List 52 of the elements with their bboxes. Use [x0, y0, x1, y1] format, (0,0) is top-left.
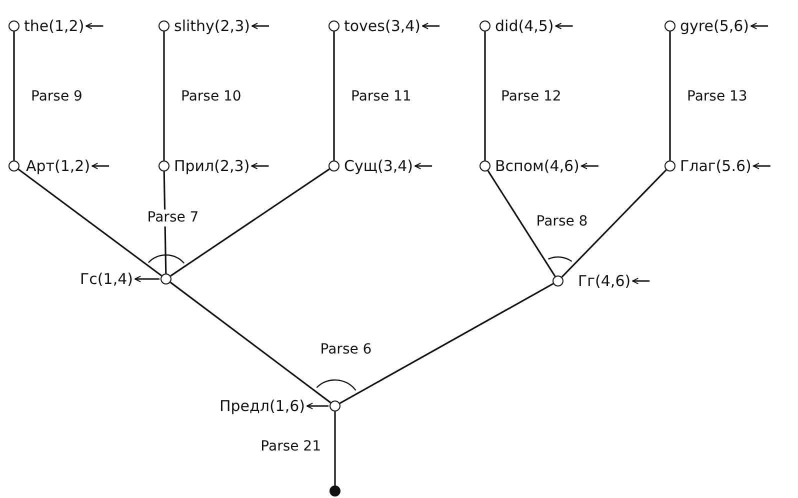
node-label: Гг(4,6)	[578, 272, 631, 290]
tree-branch	[163, 32, 165, 160]
pointer-arrow	[414, 162, 432, 170]
tree-branch	[484, 32, 486, 160]
tree-branch	[13, 32, 15, 160]
tree-branch	[18, 168, 162, 276]
node-label: Глаг(5.6)	[680, 157, 752, 175]
node-circle	[664, 20, 676, 32]
node-label: Предл(1,6)	[219, 397, 305, 415]
node-circle	[664, 160, 676, 172]
node-label: did(4,5)	[495, 17, 554, 35]
node-label: the(1,2)	[24, 17, 84, 35]
node-label: Гс(1,4)	[80, 270, 133, 288]
pointer-arrow	[86, 22, 104, 30]
pointer-arrow	[750, 22, 768, 30]
node-label: Сущ(3,4)	[344, 157, 414, 175]
node-label: Вспом(4,6)	[495, 157, 580, 175]
tree-branch	[339, 283, 554, 404]
node-circle	[328, 160, 340, 172]
node-circle	[8, 20, 20, 32]
pointer-arrow	[422, 22, 440, 30]
node-circle	[8, 160, 20, 172]
node-label: Прил(2,3)	[174, 157, 250, 175]
pointer-arrow	[555, 22, 573, 30]
node-label: slithy(2,3)	[174, 17, 250, 35]
node-circle	[158, 160, 170, 172]
pointer-arrow	[251, 162, 269, 170]
node-circle	[552, 276, 564, 286]
node-circle	[328, 20, 340, 32]
pointer-arrow	[752, 162, 770, 170]
pointer-arrow	[134, 276, 160, 282]
node-label: Арт(1,2)	[26, 157, 90, 175]
node-circle	[480, 160, 490, 172]
root-dot	[330, 486, 340, 496]
pointer-arrow	[251, 22, 269, 30]
pointer-arrow	[632, 278, 650, 284]
tree-branch	[561, 169, 667, 278]
tree-branch	[669, 32, 671, 160]
tree-branch	[333, 32, 335, 160]
tree-branch	[334, 412, 336, 486]
tree-branch	[170, 282, 332, 404]
node-circle	[160, 274, 172, 284]
tree-branch	[170, 168, 330, 277]
pointer-arrow	[580, 162, 598, 170]
node-circle	[158, 20, 170, 32]
pointer-arrow	[306, 402, 328, 410]
node-label: gyre(5,6)	[680, 17, 750, 35]
node-label: toves(3,4)	[344, 17, 421, 35]
tree-branch	[487, 170, 556, 277]
node-circle	[330, 400, 340, 412]
pointer-arrow	[92, 162, 110, 170]
node-circle	[480, 20, 490, 32]
